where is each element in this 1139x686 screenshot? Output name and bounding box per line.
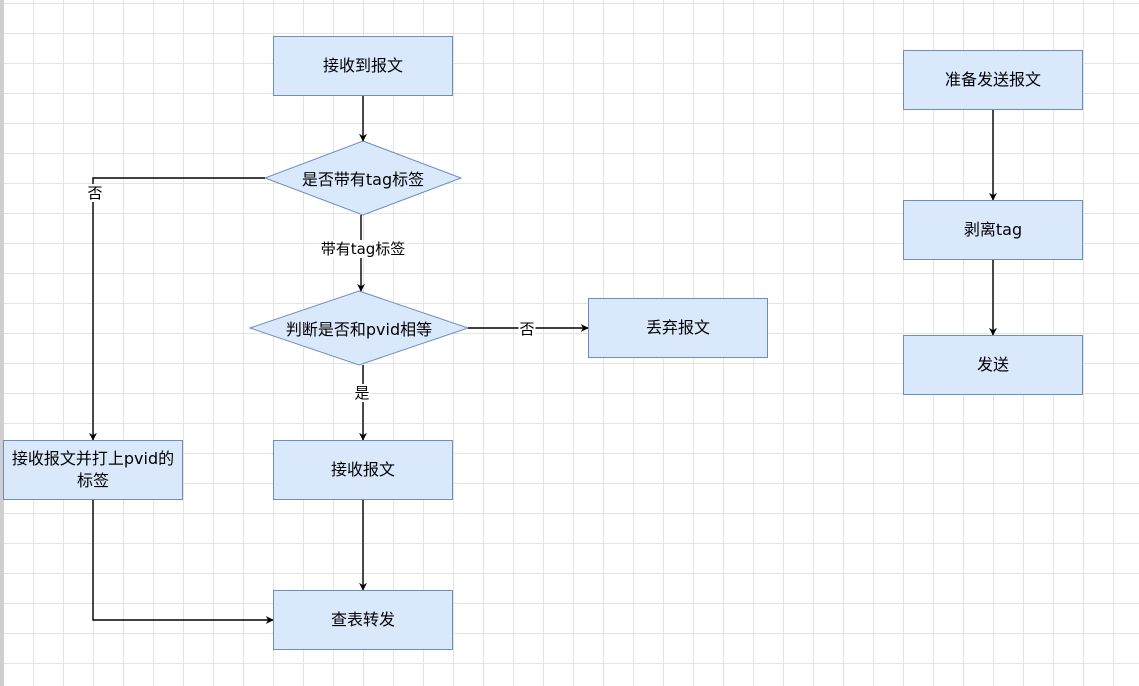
node-receive[interactable]: 接收到报文 xyxy=(273,36,453,96)
node-send[interactable]: 发送 xyxy=(903,335,1083,395)
decision-pvid-equal-label: 判断是否和pvid相等 xyxy=(285,320,433,339)
edge-label-has-tag-yes: 带有tag标签 xyxy=(319,240,407,258)
decision-pvid-equal-shape[interactable] xyxy=(248,290,470,366)
edge-label-has-tag-no: 否 xyxy=(86,184,104,202)
node-strip-tag[interactable]: 剥离tag xyxy=(903,200,1083,260)
edge-has-tag-no xyxy=(89,177,265,441)
edge-tag-pvid-to-lookup xyxy=(92,500,274,624)
node-tag-pvid[interactable]: 接收报文并打上pvid的标签 xyxy=(3,440,183,500)
decision-has-tag-shape[interactable] xyxy=(263,140,463,216)
node-accept[interactable]: 接收报文 xyxy=(273,440,453,500)
edge-label-pvid-no: 否 xyxy=(518,320,536,338)
edge-label-pvid-yes: 是 xyxy=(353,384,371,402)
node-prepare-send[interactable]: 准备发送报文 xyxy=(903,50,1083,110)
decision-has-tag-label: 是否带有tag标签 xyxy=(301,170,425,189)
canvas-left-edge xyxy=(0,0,4,686)
node-lookup[interactable]: 查表转发 xyxy=(273,590,453,650)
node-discard[interactable]: 丢弃报文 xyxy=(588,298,768,358)
